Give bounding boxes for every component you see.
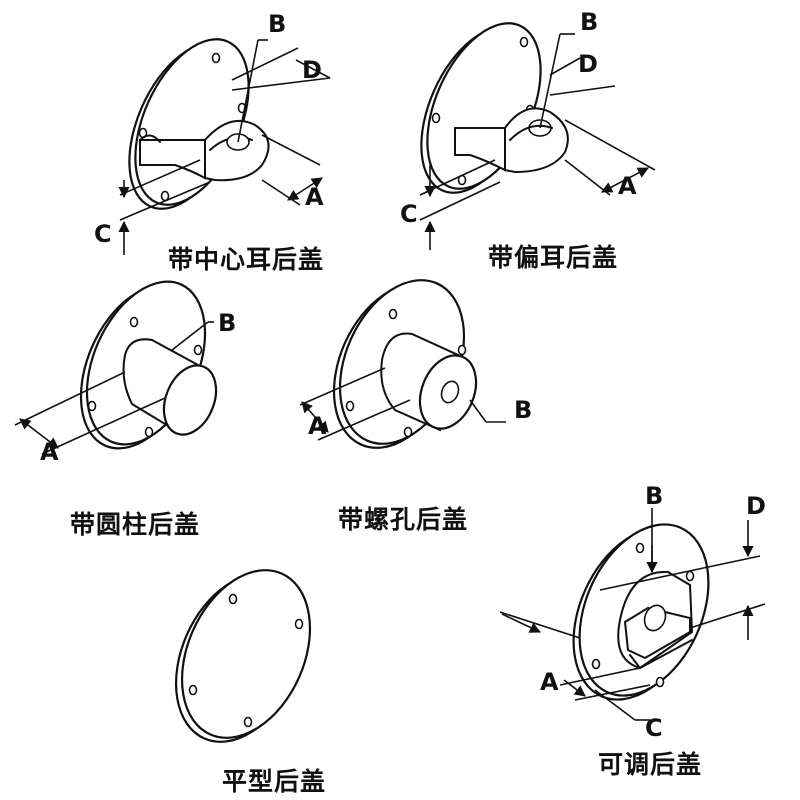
threaded-label-a: A <box>308 412 327 440</box>
center-ear-label-a: A <box>305 183 324 211</box>
caption-threaded-hole-cover: 带螺孔后盖 <box>338 505 469 534</box>
cylinder-label-a: A <box>40 438 59 466</box>
center-ear-label-c: C <box>94 220 112 248</box>
threaded-hole-cover-figure: B A <box>299 279 532 449</box>
center-ear-label-d: D <box>302 56 322 84</box>
offset-ear-label-a: A <box>618 172 637 200</box>
adjustable-label-d: D <box>746 492 766 520</box>
adjustable-cover-figure: B D A C <box>499 482 766 742</box>
adjustable-label-a: A <box>540 668 559 696</box>
threaded-label-b: B <box>514 396 532 424</box>
caption-center-ear-cover: 带中心耳后盖 <box>168 245 325 274</box>
offset-ear-label-b: B <box>580 8 598 36</box>
caption-adjustable-cover: 可调后盖 <box>598 750 703 779</box>
offset-ear-cover-figure: B D A C <box>400 8 656 250</box>
flat-cover-figure <box>174 569 312 743</box>
caption-offset-ear-cover: 带偏耳后盖 <box>488 243 619 272</box>
cylinder-label-b: B <box>218 309 236 337</box>
offset-ear-label-d: D <box>578 50 598 78</box>
caption-cylinder-cover: 带圆柱后盖 <box>70 510 201 539</box>
adjustable-label-b: B <box>645 482 663 510</box>
adjustable-label-c: C <box>645 714 663 742</box>
caption-flat-cover: 平型后盖 <box>222 767 327 796</box>
cylinder-cover-figure: B A <box>14 280 236 466</box>
center-ear-label-b: B <box>268 10 286 38</box>
offset-ear-label-c: C <box>400 200 418 228</box>
center-ear-cover-figure: B D A C <box>94 10 331 255</box>
